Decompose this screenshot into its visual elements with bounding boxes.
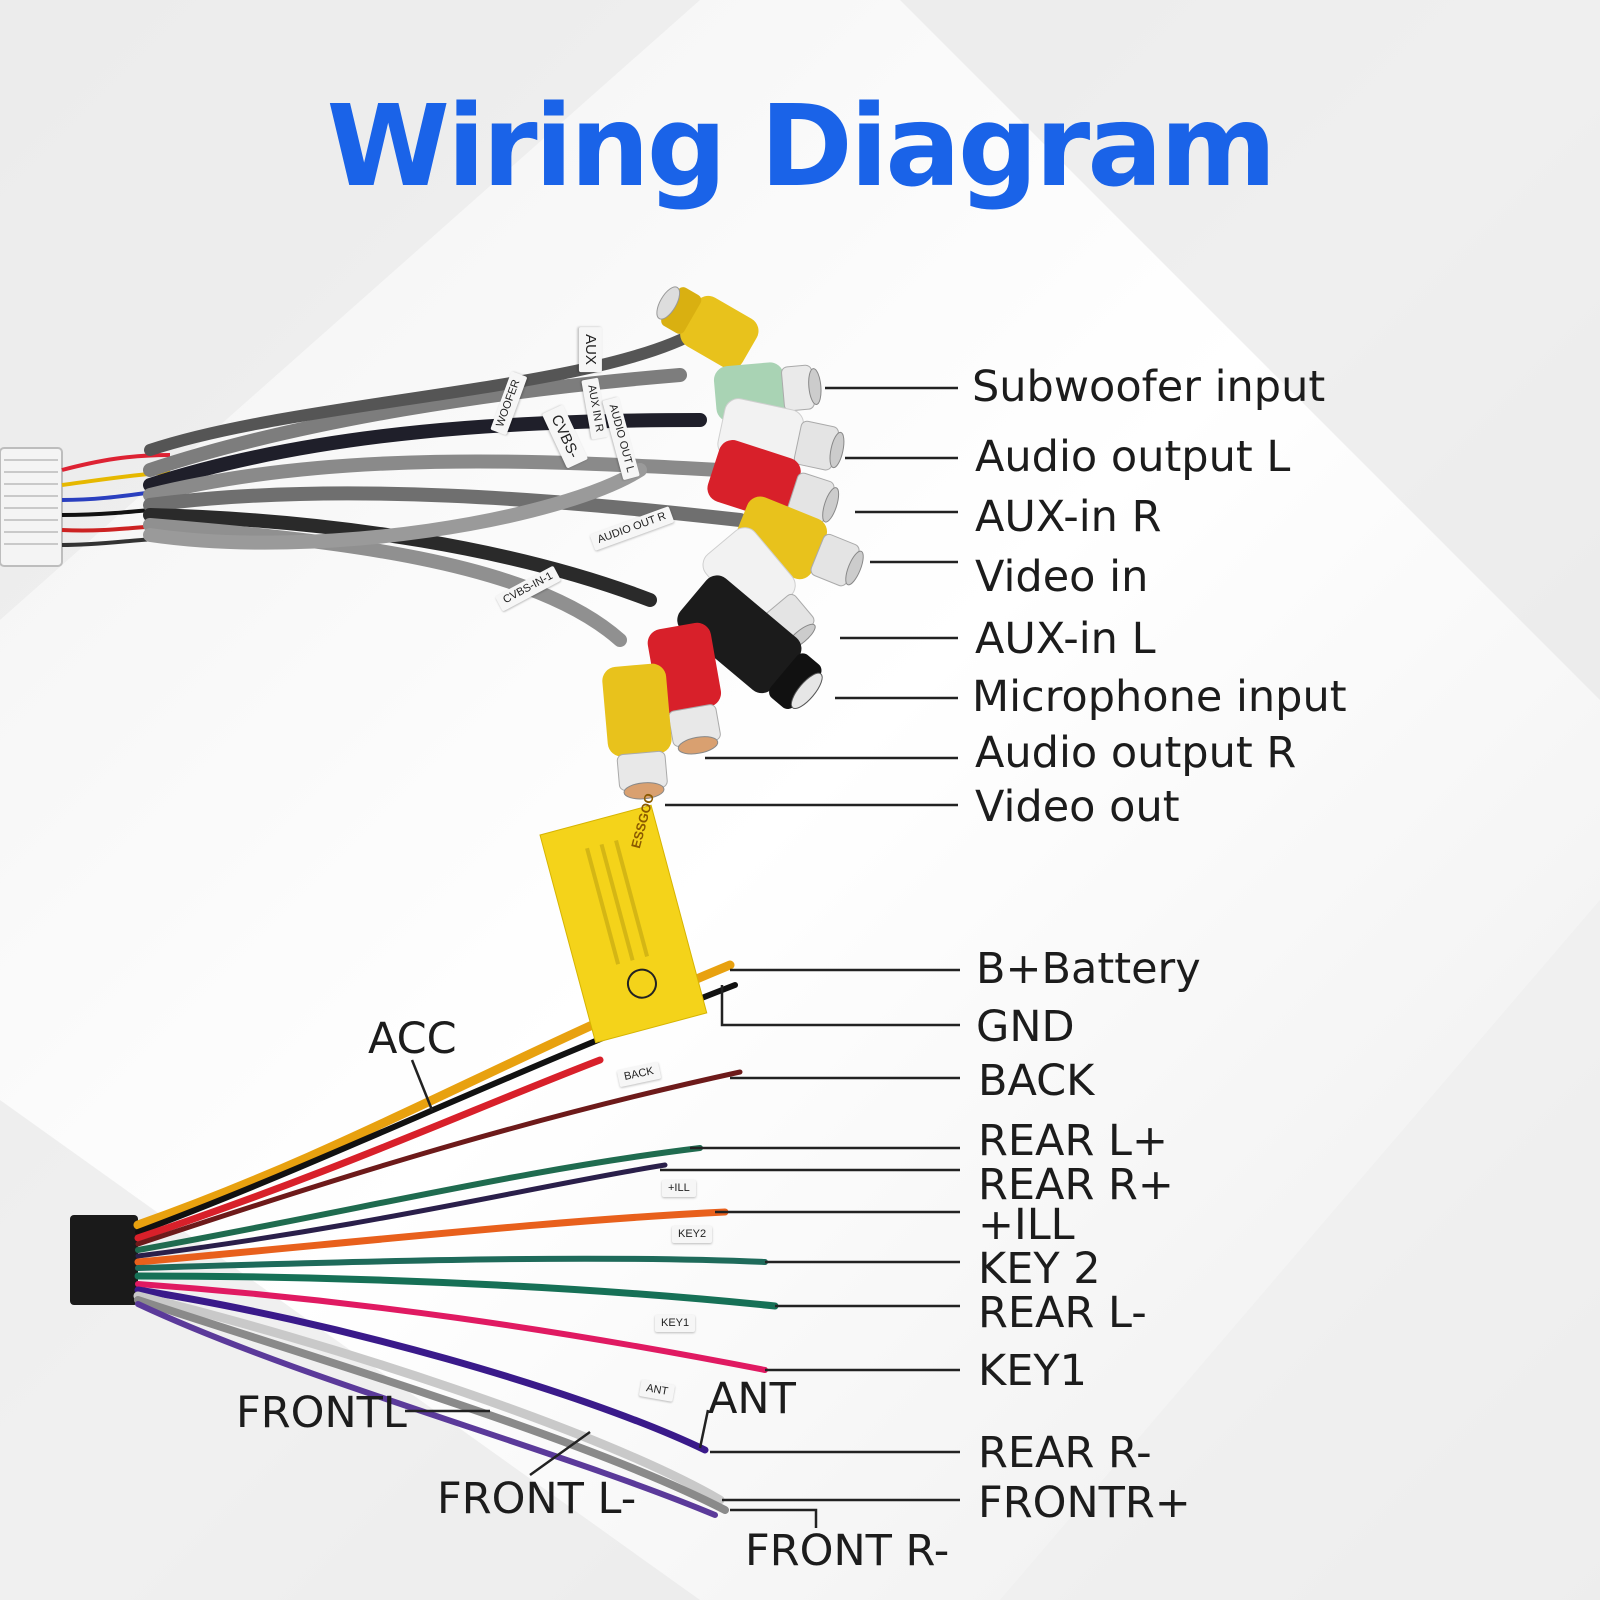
yellow-warning-label (539, 804, 708, 1044)
tag-ill: +ILL (662, 1180, 696, 1197)
label-rear-l-plus: REAR L+ (978, 1116, 1168, 1166)
label-front-r-minus: FRONT R- (745, 1526, 950, 1576)
tag-aux: AUX (578, 327, 602, 372)
background-facet (900, 0, 1600, 700)
label-acc: ACC (368, 1014, 457, 1064)
connector-pins (4, 459, 58, 545)
label-key1: KEY1 (978, 1346, 1087, 1396)
label-b-battery: B+Battery (976, 944, 1201, 994)
label-gnd: GND (976, 1002, 1075, 1052)
label-ant: ANT (708, 1374, 796, 1424)
label-aux-in-r: AUX-in R (975, 492, 1162, 542)
mic-black-jack (677, 575, 823, 710)
label-front-l-minus: FRONT L- (437, 1474, 637, 1524)
label-audio-output-l: Audio output L (975, 432, 1291, 482)
rca-leader-lines (665, 386, 958, 807)
rca-yellow-top (656, 286, 759, 370)
label-back: BACK (978, 1056, 1095, 1106)
label-frontl: FRONTL (236, 1388, 407, 1438)
background-facet (1000, 900, 1600, 1600)
tag-key1: KEY1 (655, 1315, 696, 1332)
label-ill: +ILL (978, 1200, 1075, 1250)
label-rear-l-minus: REAR L- (978, 1288, 1147, 1338)
label-video-out: Video out (975, 782, 1180, 832)
power-leader-lines (405, 968, 960, 1528)
iso-block-connector (70, 1215, 138, 1305)
page-title: Wiring Diagram (326, 82, 1276, 212)
label-frontr-plus: FRONTR+ (978, 1478, 1191, 1528)
label-aux-in-l: AUX-in L (975, 614, 1156, 664)
rca-red-aux-r (707, 440, 840, 525)
label-audio-output-r: Audio output R (975, 728, 1297, 778)
rca-yellow-video-out (602, 663, 672, 800)
label-rear-r-minus: REAR R- (978, 1428, 1152, 1478)
label-key-2: KEY 2 (978, 1244, 1101, 1294)
tag-key2: KEY2 (672, 1226, 713, 1243)
bottom-harness (70, 804, 960, 1528)
label-subwoofer-input: Subwoofer input (972, 362, 1326, 412)
label-microphone-input: Microphone input (972, 672, 1347, 722)
label-video-in: Video in (975, 552, 1149, 602)
label-rear-r-plus: REAR R+ (978, 1160, 1174, 1210)
